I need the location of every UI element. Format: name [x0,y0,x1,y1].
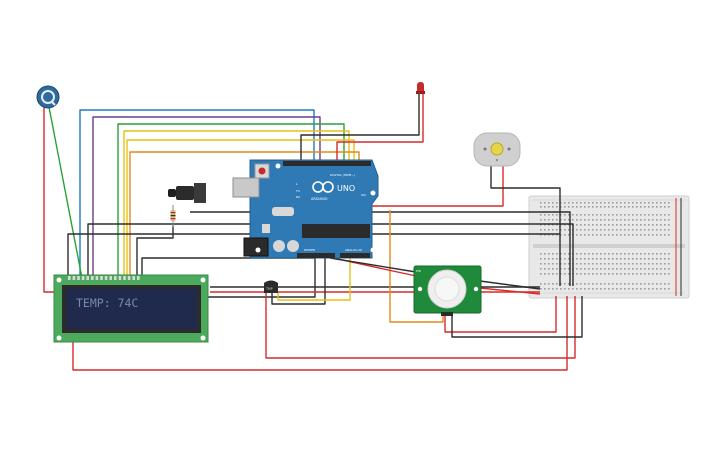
pir-sensor[interactable]: PIR [413,265,482,316]
wire-yellow-lcd [123,130,350,278]
wire-red-tmp [265,293,576,359]
wire-black-res [136,225,174,278]
lcd-text: TEMP: 74C [76,296,138,310]
wire-yellow-tmp [277,258,351,301]
wire-orange-pir [389,210,444,323]
wire-black-pir-rail [479,280,541,290]
led[interactable] [416,82,425,94]
analog-label: ANALOG IN [345,248,362,252]
temperature-sensor[interactable]: TMP [264,280,278,294]
digital-label: DIGITAL (PWM~) [330,173,355,177]
on-label: ON [361,193,366,197]
arduino-model: UNO [337,184,355,193]
power-header [297,253,335,258]
tx-label: TX [295,189,300,193]
usb-port [232,177,260,198]
wire-green-lcd [117,123,345,278]
tmp-label: TMP [265,287,273,291]
atmega-chip [302,224,370,238]
pir-label: PIR [416,269,421,273]
resistor[interactable] [170,205,176,227]
buzzer[interactable] [168,183,206,203]
digital-header [283,161,371,166]
wire-blue [79,109,315,278]
wire-red-led [336,94,424,162]
dc-motor[interactable] [473,132,521,167]
analog-header [340,253,370,258]
breadboard-holes [540,202,670,290]
l-label: L [296,182,298,186]
wire-black-led [300,94,420,162]
wire-red-lcd-bottom [72,296,568,371]
rx-label: RX [296,195,300,199]
wire-black-pir-ard [329,257,417,273]
breadboard[interactable] [528,195,690,299]
wire-orange-lcd [129,151,360,278]
wire-black-rail1 [67,233,560,278]
potentiometer[interactable] [36,85,60,109]
power-jack [243,237,269,257]
arduino-brand: ARDUINO [311,197,328,201]
arduino-uno[interactable]: UNO ARDUINO DIGITAL (PWM~) POWER ANALOG … [232,159,379,259]
wire-red-pir-rail [479,287,541,295]
power-label: POWER [304,248,315,252]
lcd-pin-header [68,276,140,280]
lcd-screen [66,289,197,329]
lcd-display[interactable]: TEMP: 74C [53,274,209,343]
wire-yellow-lcd-2 [126,139,355,278]
wire-red-pir [444,296,557,333]
wire-black-motor [490,166,561,286]
wire-green-pot [48,106,83,279]
arduino-logo-icon [312,181,334,193]
wire-black-tmp [271,258,326,305]
wire-black-pir [451,296,583,338]
